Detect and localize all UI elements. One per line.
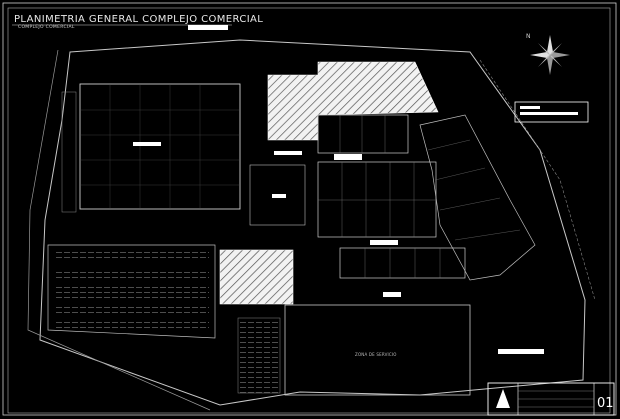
central-block-lower <box>339 247 466 279</box>
central-label-block-1 <box>274 151 302 155</box>
sheet-inner-border <box>7 7 611 414</box>
service-zone <box>284 304 471 396</box>
parking-row-5 <box>54 320 209 328</box>
secondary-parking <box>237 317 281 394</box>
hatched-roof-volume-center <box>219 249 294 305</box>
legend-box <box>514 101 589 123</box>
header-label-block <box>188 25 228 30</box>
parking-row-3 <box>54 286 209 298</box>
parking-row-4 <box>54 304 209 316</box>
bottom-right-label-block <box>498 349 544 354</box>
legend-line-1 <box>520 106 540 109</box>
central-label-block-3 <box>370 240 398 245</box>
title-block-rows <box>518 390 594 408</box>
left-core-block <box>249 164 306 226</box>
main-store-service-strip <box>61 91 77 213</box>
parking-row-2 <box>54 268 209 280</box>
main-store-label-block <box>133 142 161 146</box>
drawing-subtitle: COMPLEJO COMERCIAL <box>18 25 75 30</box>
service-zone-label: ZONA DE SERVICIO <box>355 352 397 357</box>
right-annex-building <box>419 114 536 281</box>
central-block-middle-divisions <box>318 162 436 237</box>
sheet-number: 01 <box>597 396 614 411</box>
central-block-upper-divisions <box>339 115 386 153</box>
central-label-block-2 <box>334 154 362 160</box>
outer-road <box>27 49 211 411</box>
main-store-column-grid <box>80 84 240 209</box>
outer-road-right <box>479 59 596 301</box>
hatched-roof-volume-top <box>267 61 439 141</box>
central-block-upper <box>317 114 409 154</box>
central-label-block-4 <box>383 292 401 297</box>
legend-line-2 <box>520 112 578 115</box>
parking-row-1 <box>54 250 209 262</box>
drawing-title: PLANIMETRIA GENERAL COMPLEJO COMERCIAL <box>14 14 264 25</box>
north-arrow <box>530 35 570 75</box>
right-annex-rooms <box>427 139 521 241</box>
central-block-middle <box>317 161 437 238</box>
parking-lot-outline <box>47 244 216 339</box>
title-block <box>487 382 615 416</box>
central-block-lower-divisions <box>364 248 441 278</box>
left-core-label-block <box>272 194 286 198</box>
title-block-logo-mark <box>496 389 510 408</box>
north-arrow-label: N <box>526 33 531 40</box>
main-store-building <box>79 83 241 210</box>
